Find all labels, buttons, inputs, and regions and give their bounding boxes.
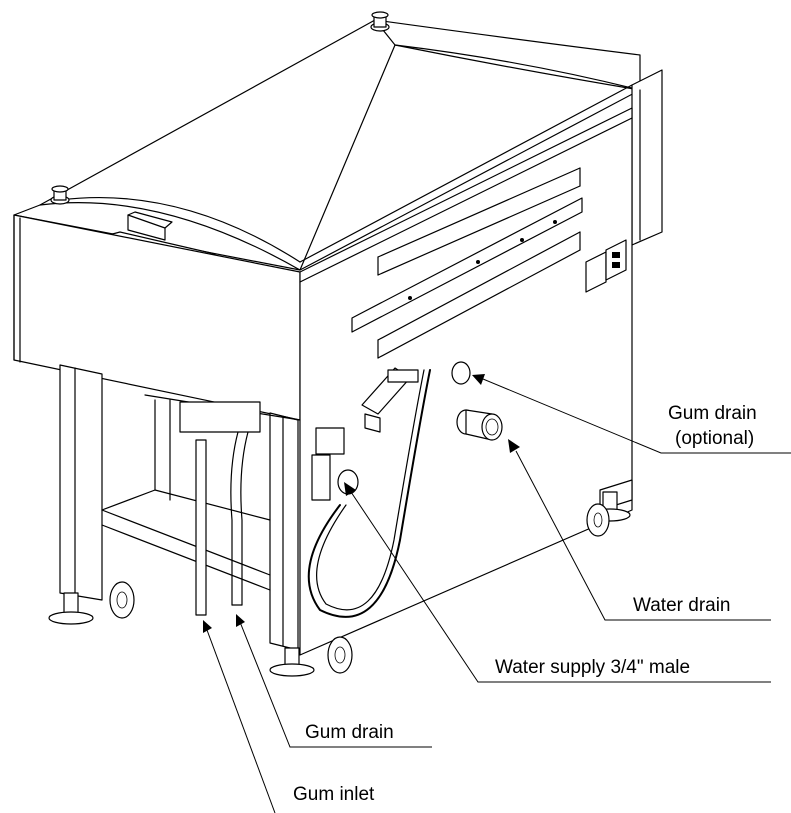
callout-water-supply: Water supply 3/4" male: [344, 482, 771, 683]
machine-illustration: [13, 11, 663, 677]
water-tap: [361, 367, 419, 433]
water-supply-valve: [307, 369, 431, 618]
lower-vent: [377, 231, 581, 359]
label-gum-inlet: Gum inlet: [293, 784, 375, 805]
front-legs: [59, 364, 299, 651]
top-knob-rear: [370, 11, 390, 32]
top-knob-front: [50, 185, 70, 205]
side-slot: [351, 197, 583, 333]
electrical-box: [585, 239, 627, 293]
callouts: Gum drain (optional) Water drain Water s…: [203, 374, 791, 813]
gum-drain-optional-port: [451, 361, 471, 385]
label-water-drain: Water drain: [633, 595, 731, 616]
label-gum-drain-optional-line2: (optional): [675, 428, 754, 449]
casters: [109, 503, 610, 674]
label-gum-drain: Gum drain: [305, 722, 394, 743]
upper-vent: [377, 167, 581, 276]
label-gum-drain-optional-line1: Gum drain: [668, 403, 757, 424]
callout-gum-inlet: Gum inlet: [203, 620, 375, 813]
right-end-panel: [631, 69, 663, 246]
callout-water-drain: Water drain: [508, 439, 771, 621]
label-water-supply: Water supply 3/4" male: [495, 657, 690, 678]
callout-gum-drain-optional: Gum drain (optional): [472, 374, 791, 454]
callout-gum-drain: Gum drain: [236, 614, 432, 748]
water-drain-port: [456, 409, 503, 441]
gum-tubes: [179, 401, 261, 616]
